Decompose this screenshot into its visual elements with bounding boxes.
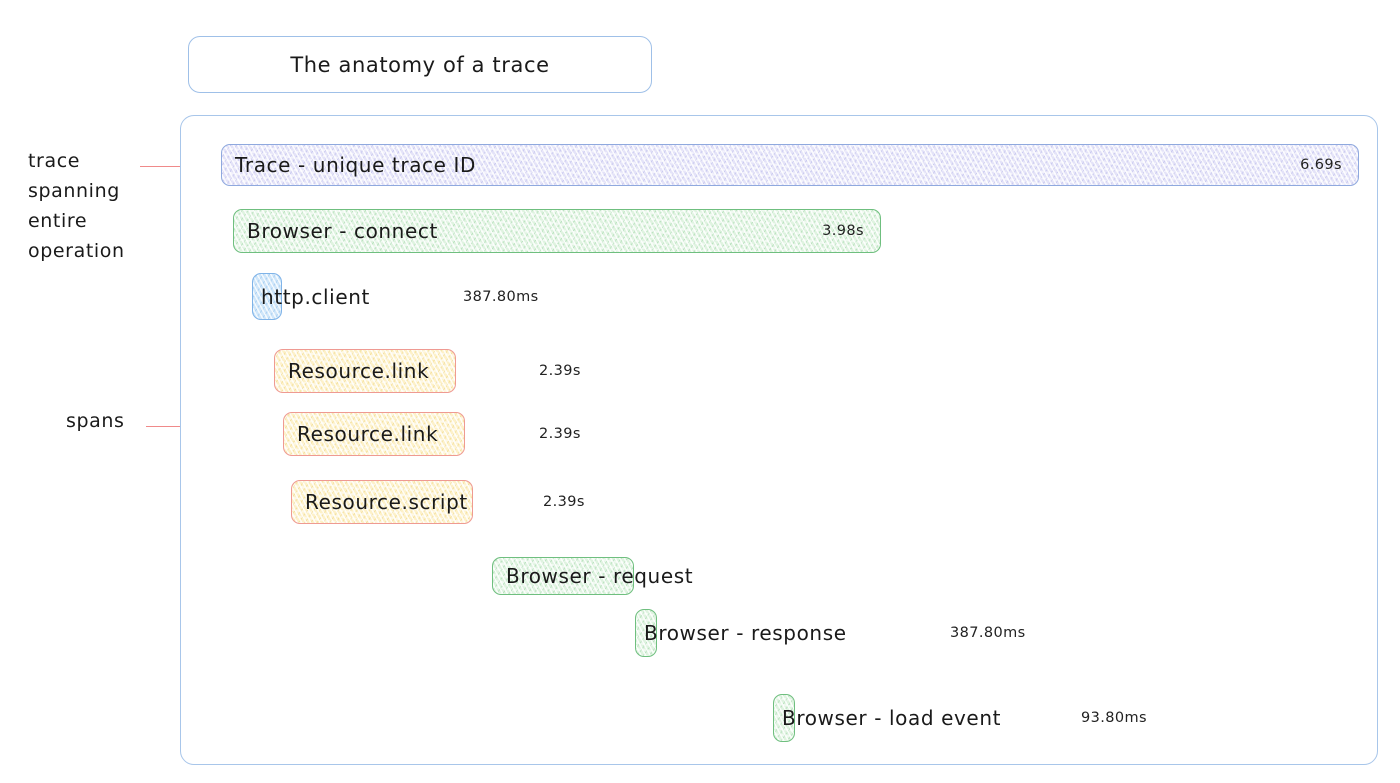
resource-link-span-2[interactable]: Resource.link bbox=[283, 412, 465, 456]
resource-link-span-1-duration: 2.39s bbox=[539, 363, 581, 379]
browser-request-span[interactable]: Browser - request bbox=[492, 557, 693, 595]
trace-annotation-label: trace spanning entire operation bbox=[28, 146, 158, 266]
resource-script-span-label: Resource.script bbox=[305, 490, 468, 514]
browser-load-event-span-label: Browser - load event bbox=[782, 706, 1002, 730]
resource-link-span-1-label: Resource.link bbox=[288, 359, 430, 383]
http-client-span-duration: 387.80ms bbox=[463, 288, 539, 305]
browser-response-span[interactable]: Browser - response bbox=[635, 609, 846, 657]
annotation-line: trace bbox=[28, 150, 81, 172]
browser-request-span-label: Browser - request bbox=[506, 564, 694, 588]
resource-link-span-2-label: Resource.link bbox=[297, 422, 439, 446]
diagram-title-card: The anatomy of a trace bbox=[188, 36, 652, 93]
resource-link-span-2-duration: 2.39s bbox=[539, 426, 581, 442]
annotation-line: entire bbox=[28, 210, 88, 232]
http-client-span[interactable]: http.client bbox=[252, 273, 369, 320]
browser-load-event-span[interactable]: Browser - load event bbox=[773, 694, 1000, 742]
browser-connect-span[interactable]: Browser - connect 3.98s bbox=[233, 209, 881, 253]
annotation-line: spanning bbox=[28, 180, 120, 202]
resource-script-span[interactable]: Resource.script bbox=[291, 480, 473, 524]
trace-span-label: Trace - unique trace ID bbox=[235, 153, 477, 177]
trace-annotation-leader bbox=[140, 166, 206, 167]
trace-span-duration: 6.69s bbox=[1300, 157, 1342, 173]
resource-link-span-1[interactable]: Resource.link bbox=[274, 349, 456, 393]
http-client-span-label: http.client bbox=[261, 284, 370, 309]
resource-script-span-duration: 2.39s bbox=[543, 494, 585, 510]
browser-response-span-duration: 387.80ms bbox=[950, 625, 1026, 641]
browser-load-event-span-duration: 93.80ms bbox=[1081, 710, 1147, 726]
browser-connect-span-duration: 3.98s bbox=[822, 223, 864, 239]
page-title: The anatomy of a trace bbox=[290, 52, 550, 77]
browser-connect-span-label: Browser - connect bbox=[247, 219, 438, 243]
spans-annotation-label: spans bbox=[66, 410, 125, 432]
trace-span[interactable]: Trace - unique trace ID 6.69s bbox=[221, 144, 1359, 186]
browser-response-span-label: Browser - response bbox=[644, 621, 847, 645]
annotation-line: operation bbox=[28, 240, 125, 262]
